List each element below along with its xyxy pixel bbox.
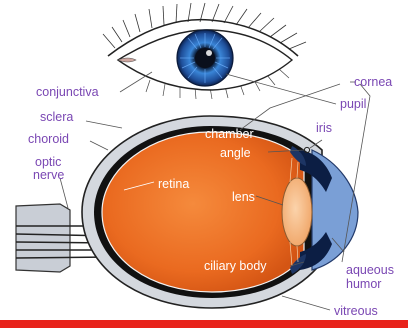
optic-nerve-shape	[16, 204, 70, 272]
label-retina: retina	[158, 177, 189, 191]
label-pupil: pupil	[340, 97, 366, 111]
label-ciliary-body: ciliary body	[204, 259, 267, 273]
label-lens: lens	[232, 190, 255, 204]
lens-shape	[282, 178, 312, 246]
external-eye-illustration	[103, 3, 306, 99]
label-optic-nerve-2: nerve	[33, 168, 64, 182]
pupil-external	[195, 48, 215, 68]
label-chamber-angle-2: angle	[220, 146, 251, 160]
label-optic-nerve-1: optic	[35, 155, 61, 169]
label-conjunctiva: conjunctiva	[36, 85, 99, 99]
label-sclera: sclera	[40, 110, 73, 124]
label-aqueous-humor-2: humor	[346, 277, 381, 291]
label-chamber-angle-1: chamber	[205, 127, 254, 141]
label-vitreous: vitreous	[334, 304, 378, 318]
label-aqueous-humor-1: aqueous	[346, 263, 394, 277]
label-cornea: cornea	[354, 75, 392, 89]
bottom-red-bar	[0, 320, 408, 328]
catchlight	[206, 50, 212, 56]
label-choroid: choroid	[28, 132, 69, 146]
label-iris: iris	[316, 121, 332, 135]
